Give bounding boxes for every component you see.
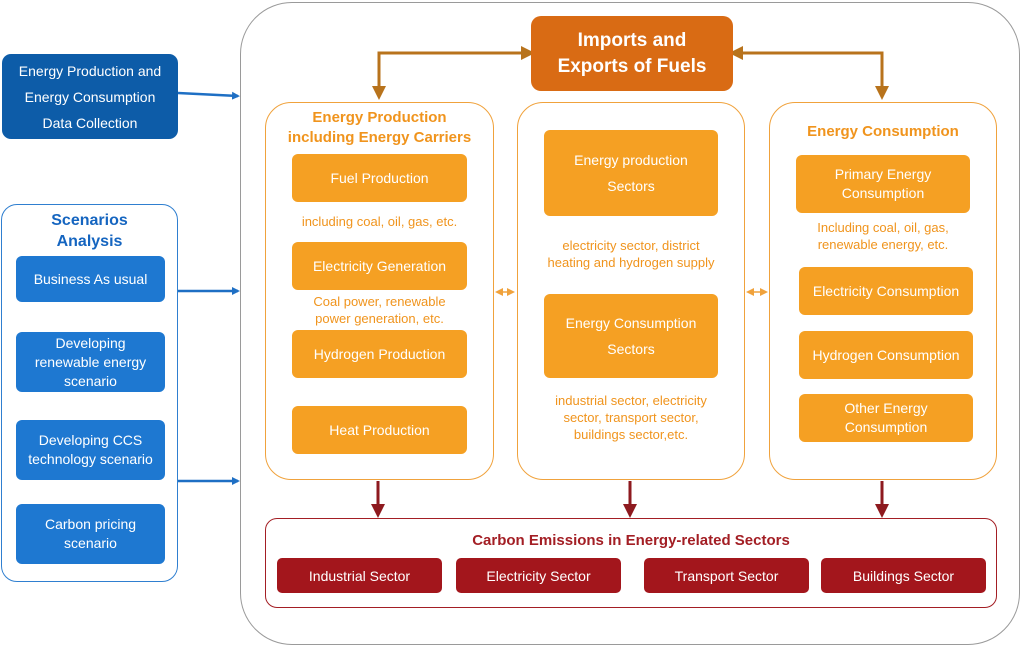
hydrogen-consumption-label: Hydrogen Consumption xyxy=(812,346,960,363)
electricity-note-line1: Coal power, renewable xyxy=(313,294,446,309)
fuel-production-label: Fuel Production xyxy=(330,169,429,186)
primary-consumption-line1: Primary Energy xyxy=(834,166,932,182)
primary-energy-consumption-box: Primary Energy Consumption xyxy=(796,155,970,213)
electricity-consumption-box: Electricity Consumption xyxy=(799,267,973,315)
production-sectors-line1: Energy production xyxy=(574,152,688,168)
energy-production-sectors-box: Energy production Sectors xyxy=(544,130,718,216)
scenario-label: Business As usual xyxy=(33,270,148,287)
consumption-sectors-note: industrial sector, electricity sector, t… xyxy=(520,392,742,443)
primary-consumption-note: Including coal, oil, gas, renewable ener… xyxy=(772,219,994,253)
industrial-sector-box: Industrial Sector xyxy=(277,558,442,593)
consumption-sectors-note-line3: buildings sector,etc. xyxy=(573,427,689,442)
other-consumption-line1: Other Energy xyxy=(844,400,928,416)
electricity-generation-box: Electricity Generation xyxy=(292,242,467,290)
scenario-label: scenario xyxy=(64,372,117,389)
transport-sector-box: Transport Sector xyxy=(644,558,809,593)
other-energy-consumption-box: Other Energy Consumption xyxy=(799,394,973,442)
electricity-generation-note: Coal power, renewable power generation, … xyxy=(268,293,491,327)
data-collection-arrow xyxy=(177,91,240,100)
primary-note-line1: Including coal, oil, gas, xyxy=(817,220,949,235)
imports-line1: Imports and xyxy=(577,29,687,51)
other-consumption-line2: Consumption xyxy=(844,419,928,435)
scenario-label: Developing xyxy=(55,334,126,351)
fuel-production-note: including coal, oil, gas, etc. xyxy=(301,214,458,229)
energy-production-title-line1: Energy Production xyxy=(312,109,447,126)
imports-line2: Exports of Fuels xyxy=(557,55,707,77)
scenario-label: renewable energy xyxy=(34,353,147,370)
heat-production-box: Heat Production xyxy=(292,406,467,454)
imports-right-arrow xyxy=(729,46,889,100)
scenario-business-as-usual: Business As usual xyxy=(16,256,165,302)
scenario-label: scenario xyxy=(64,535,117,551)
carbon-emissions-title: Carbon Emissions in Energy-related Secto… xyxy=(472,532,790,549)
hydrogen-production-label: Hydrogen Production xyxy=(313,345,446,362)
scenario-label: technology scenario xyxy=(28,451,153,467)
data-collection-line3: Data Collection xyxy=(42,114,138,131)
scenario-label: Carbon pricing xyxy=(44,516,137,532)
data-collection-box: Energy Production and Energy Consumption… xyxy=(2,54,178,139)
imports-exports-box: Imports and Exports of Fuels xyxy=(531,16,733,91)
fuel-production-box: Fuel Production xyxy=(292,154,467,202)
scenarios-title-line1: Scenarios xyxy=(51,212,128,229)
electricity-note-line2: power generation, etc. xyxy=(315,311,444,326)
production-sectors-line2: Sectors xyxy=(607,178,655,194)
heat-production-label: Heat Production xyxy=(329,421,430,438)
primary-consumption-line2: Consumption xyxy=(841,185,925,201)
electricity-consumption-label: Electricity Consumption xyxy=(812,282,960,299)
scenario-carbon-pricing: Carbon pricing scenario xyxy=(16,504,165,564)
scenarios-title: Scenarios Analysis xyxy=(1,210,178,252)
imports-left-arrow xyxy=(372,46,535,100)
primary-note-line2: renewable energy, etc. xyxy=(817,237,949,252)
electricity-generation-label: Electricity Generation xyxy=(312,257,447,274)
energy-production-title-line2: including Energy Carriers xyxy=(287,129,472,146)
scenarios-title-line2: Analysis xyxy=(56,233,123,250)
scenario-ccs-technology: Developing CCS technology scenario xyxy=(16,420,165,480)
electricity-sector-box: Electricity Sector xyxy=(456,558,621,593)
energy-consumption-title: Energy Consumption xyxy=(807,123,959,140)
data-collection-line1: Energy Production and xyxy=(18,62,162,79)
production-sectors-note-line1: electricity sector, district xyxy=(562,238,700,253)
scenario-renewable-energy: Developing renewable energy scenario xyxy=(16,332,165,392)
energy-production-title: Energy Production including Energy Carri… xyxy=(265,108,494,148)
hydrogen-consumption-box: Hydrogen Consumption xyxy=(799,331,973,379)
energy-consumption-sectors-box: Energy Consumption Sectors xyxy=(544,294,718,378)
consumption-sectors-note-line1: industrial sector, electricity xyxy=(555,393,707,408)
consumption-sectors-line2: Sectors xyxy=(607,341,655,357)
scenario-label: Developing CCS xyxy=(38,432,143,448)
data-collection-line2: Energy Consumption xyxy=(24,88,156,105)
production-sectors-note-line2: heating and hydrogen supply xyxy=(547,255,715,270)
consumption-sectors-line1: Energy Consumption xyxy=(565,315,697,331)
consumption-sectors-note-line2: sector, transport sector, xyxy=(563,410,699,425)
hydrogen-production-box: Hydrogen Production xyxy=(292,330,467,378)
production-sectors-note: electricity sector, district heating and… xyxy=(520,237,742,271)
buildings-sector-box: Buildings Sector xyxy=(821,558,986,593)
